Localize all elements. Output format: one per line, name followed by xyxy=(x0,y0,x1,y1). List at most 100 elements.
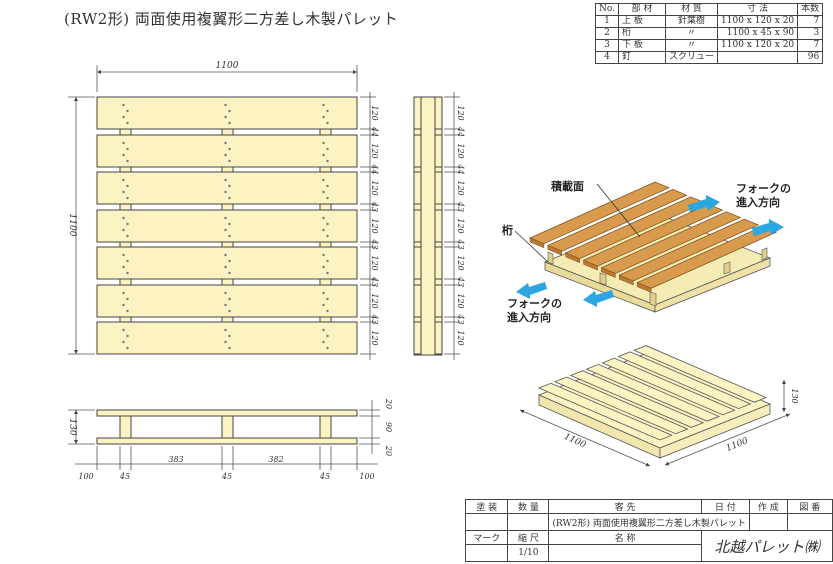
bottom-dimension-chain xyxy=(75,446,378,470)
stringer-segment xyxy=(319,241,332,248)
nail xyxy=(126,346,129,350)
nail xyxy=(322,103,325,107)
nail xyxy=(224,190,227,194)
top-board xyxy=(96,209,358,243)
isometric-dimensions xyxy=(519,380,791,467)
deck-board-edge xyxy=(601,267,616,278)
stringer-segment xyxy=(319,128,332,136)
top-board xyxy=(96,284,358,318)
deck-board-edge xyxy=(619,274,634,286)
nail xyxy=(326,334,329,338)
nail xyxy=(322,253,325,257)
nail xyxy=(122,153,125,157)
bottom-dim-edge-right: 100 xyxy=(359,472,374,481)
spacing-label: 43 xyxy=(370,276,379,287)
tb-quantity-header: 数 量 xyxy=(507,499,550,514)
tb-product-description: (RW2形) 両面使用複翼形二方差し木製パレット xyxy=(548,513,750,531)
spacing-label: 120 xyxy=(370,293,379,308)
stringer-segment xyxy=(319,278,332,286)
tb-name-value xyxy=(548,544,702,562)
side-board-right xyxy=(434,134,443,168)
nail xyxy=(224,328,227,332)
spacing-label: 44 xyxy=(370,126,379,137)
nail xyxy=(126,309,129,313)
tb-quantity-value xyxy=(507,513,550,531)
spacing-label: 120 xyxy=(370,330,379,345)
front-thickness-dimensions xyxy=(359,400,380,454)
nail xyxy=(322,178,325,182)
nail xyxy=(326,259,329,263)
tb-date-header: 日 付 xyxy=(700,499,750,514)
nail xyxy=(224,253,227,257)
spacing-label: 120 xyxy=(370,255,379,270)
nail xyxy=(228,196,231,200)
stringer-segment xyxy=(119,166,132,173)
side-board-left xyxy=(413,321,422,355)
side-board-left xyxy=(413,209,422,243)
arrow-right-lower xyxy=(752,219,784,236)
deck-board xyxy=(617,351,752,410)
stringer-segment xyxy=(221,203,234,211)
spacing-label: 120 xyxy=(456,255,465,270)
plan-height-dimension xyxy=(68,96,95,355)
nail xyxy=(322,228,325,232)
bom-row: 2 桁 〃 1100 x 45 x 90 3 xyxy=(595,27,824,40)
spacing-label: 120 xyxy=(456,143,465,158)
bill-of-materials: No. 部 材 材 質 寸 法 本数 1 上 板 針葉樹 1100 x 120 … xyxy=(595,3,824,64)
nail xyxy=(224,103,227,107)
tb-author-value xyxy=(748,513,788,531)
side-board-left xyxy=(413,171,422,205)
bom-size xyxy=(717,51,799,64)
nail xyxy=(228,309,231,313)
nail xyxy=(122,328,125,332)
tb-scale-header: 縮 尺 xyxy=(507,530,550,545)
bottom-dim-gap-2: 382 xyxy=(268,455,283,464)
top-board xyxy=(96,171,358,205)
side-board-right xyxy=(434,321,443,355)
deck-board xyxy=(633,345,768,403)
fork-entry-arrows xyxy=(516,195,784,307)
spacing-label: 43 xyxy=(370,313,379,324)
bottom-dim-gap-1: 383 xyxy=(168,455,183,464)
nail xyxy=(126,196,129,200)
nail xyxy=(322,115,325,119)
spacing-label: 43 xyxy=(370,201,379,212)
nail xyxy=(326,309,329,313)
side-board-left xyxy=(413,246,422,280)
leader-lines xyxy=(514,183,641,263)
iso-height-label: 130 xyxy=(790,388,799,403)
nail xyxy=(224,265,227,269)
spacing-label: 43 xyxy=(456,238,465,249)
nail xyxy=(126,109,129,113)
nail xyxy=(228,147,231,151)
isometric-colored-view xyxy=(529,181,777,313)
spacing-label: 43 xyxy=(456,276,465,287)
nail xyxy=(122,228,125,232)
stringer-segment xyxy=(221,316,234,323)
plan-view xyxy=(96,96,358,355)
stringer-segment xyxy=(119,278,132,286)
stringer-segment xyxy=(119,316,132,323)
nail xyxy=(228,159,231,163)
tb-scale-value: 1/10 xyxy=(507,544,550,562)
nail xyxy=(126,184,129,188)
nail xyxy=(126,271,129,275)
nail xyxy=(122,115,125,119)
nail xyxy=(228,259,231,263)
stringer-segment xyxy=(221,241,234,248)
front-height-dimension xyxy=(68,409,95,445)
nail xyxy=(228,346,231,350)
spacing-label: 44 xyxy=(370,163,379,174)
load-surface-label: 積載面 xyxy=(551,180,584,193)
nail xyxy=(326,147,329,151)
bom-row: 1 上 板 針葉樹 1100 x 120 x 20 7 xyxy=(595,15,824,28)
nail xyxy=(122,216,125,220)
nail xyxy=(326,346,329,350)
nail xyxy=(326,222,329,226)
nail xyxy=(322,265,325,269)
spacing-label: 43 xyxy=(370,238,379,249)
nail xyxy=(126,259,129,263)
nail xyxy=(126,234,129,238)
nail xyxy=(126,147,129,151)
